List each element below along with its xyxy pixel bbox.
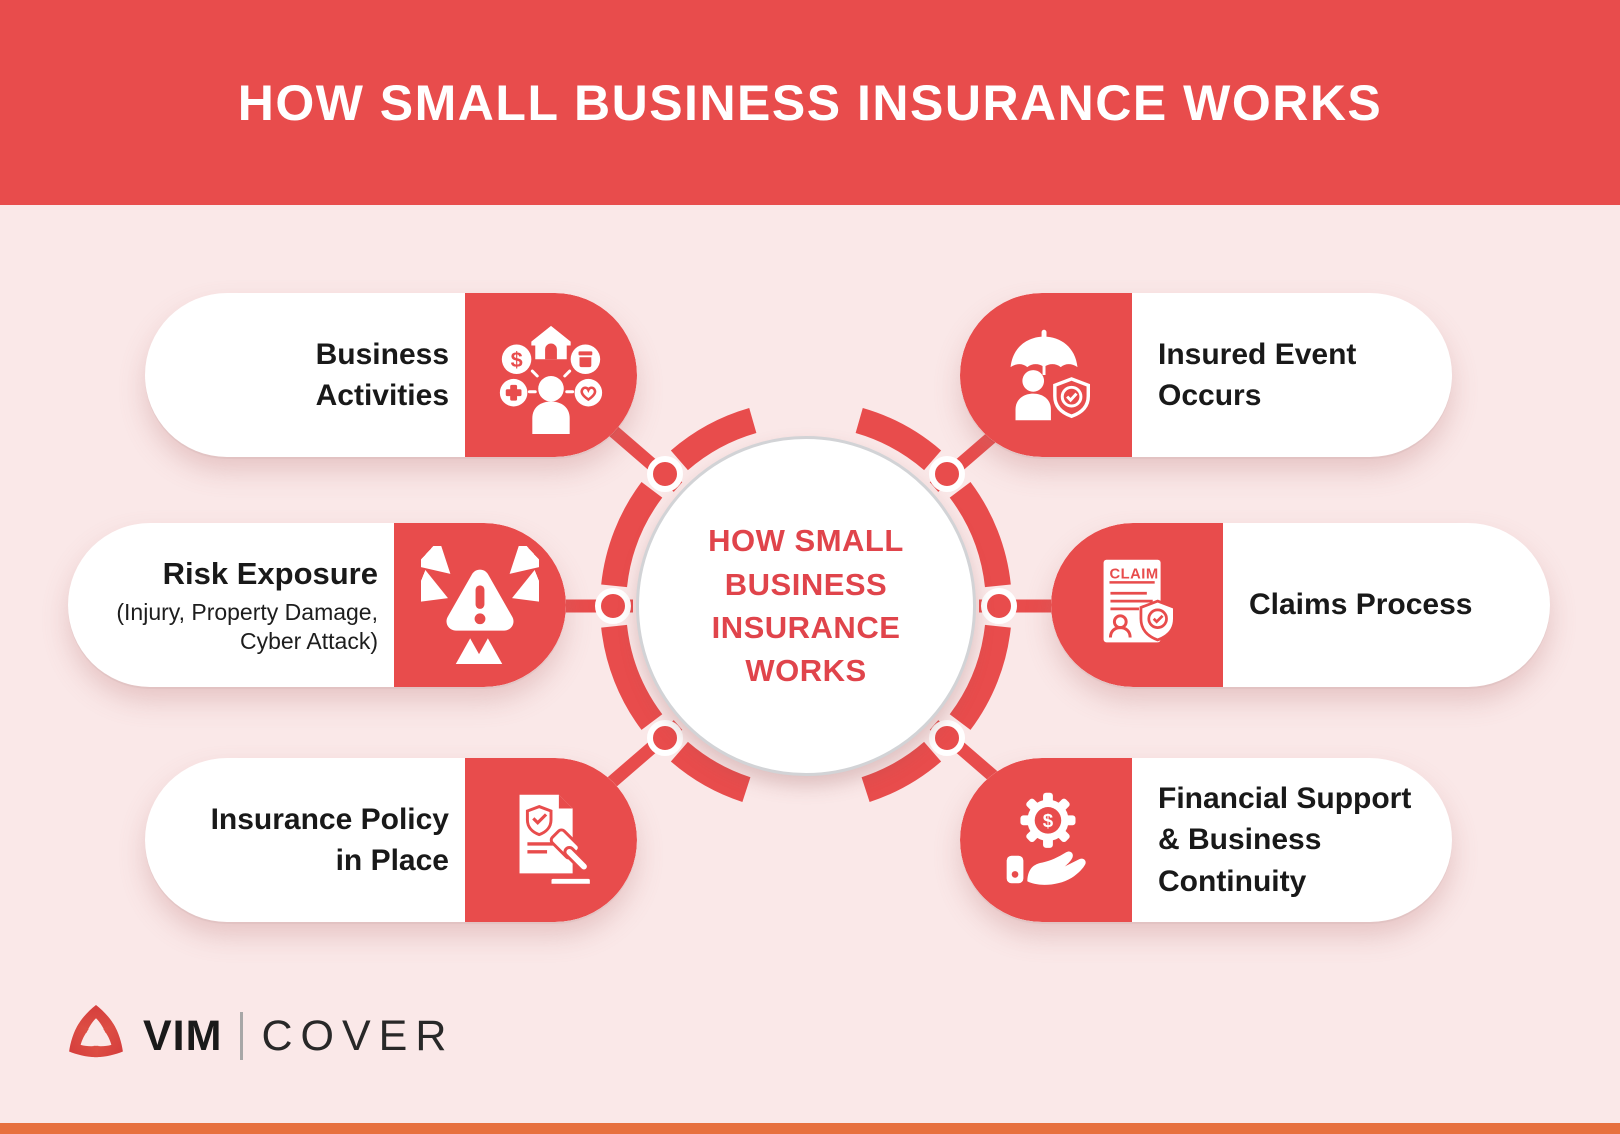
card-subtitle: (Injury, Property Damage, Cyber Attack) bbox=[116, 598, 378, 655]
financial-support-icon: $ bbox=[1006, 792, 1086, 885]
page-title: HOW SMALL BUSINESS INSURANCE WORKS bbox=[237, 74, 1383, 131]
claim-label: CLAIM bbox=[1109, 566, 1158, 582]
risk-exposure-icon bbox=[421, 546, 539, 664]
card-financial-support: $ Financial Support & Business Continuit… bbox=[960, 758, 1452, 922]
card-title: Insurance Policy in Place bbox=[210, 802, 449, 877]
insurance-policy-icon bbox=[519, 794, 593, 887]
card-insurance-policy: Insurance Policy in Place bbox=[145, 758, 637, 922]
dollar-glyph: $ bbox=[511, 347, 523, 372]
bottom-accent-strip bbox=[0, 1123, 1620, 1134]
card-claims-process: CLAIM Claims Process bbox=[1051, 523, 1550, 687]
card-title: Business Activities bbox=[315, 337, 449, 412]
card-icon-cap: $ bbox=[960, 758, 1132, 922]
card-risk-exposure: Risk Exposure (Injury, Property Damage, … bbox=[68, 523, 566, 687]
card-icon-cap bbox=[394, 523, 566, 687]
card-icon-cap: CLAIM bbox=[1051, 523, 1223, 687]
dollar-glyph: $ bbox=[1043, 810, 1054, 831]
segmented-ring bbox=[601, 408, 1011, 802]
header-banner: HOW SMALL BUSINESS INSURANCE WORKS bbox=[0, 0, 1620, 205]
card-title: Insured Event Occurs bbox=[1158, 337, 1357, 412]
vim-logomark-icon bbox=[69, 1004, 123, 1058]
brand-name-primary: VIM bbox=[143, 1011, 223, 1060]
card-icon-cap bbox=[960, 293, 1132, 457]
card-title: Risk Exposure bbox=[162, 556, 378, 592]
insured-event-icon bbox=[1010, 329, 1091, 421]
card-title: Financial Support & Business Continuity bbox=[1158, 781, 1412, 898]
business-activities-icon: $ bbox=[499, 325, 603, 434]
center-hub: HOW SMALL BUSINESS INSURANCE WORKS bbox=[636, 436, 976, 776]
claims-process-icon: CLAIM bbox=[1103, 559, 1176, 643]
connector-dots bbox=[595, 456, 1017, 756]
center-title: HOW SMALL BUSINESS INSURANCE WORKS bbox=[708, 523, 904, 689]
brand-name-secondary: COVER bbox=[261, 1011, 455, 1060]
card-title: Claims Process bbox=[1249, 588, 1473, 622]
card-business-activities: Business Activities $ bbox=[145, 293, 637, 457]
brand-logo: VIM COVER bbox=[57, 1000, 454, 1072]
brand-divider bbox=[240, 1012, 244, 1060]
card-icon-cap bbox=[465, 758, 637, 922]
card-icon-cap: $ bbox=[465, 293, 637, 457]
card-insured-event: Insured Event Occurs bbox=[960, 293, 1452, 457]
